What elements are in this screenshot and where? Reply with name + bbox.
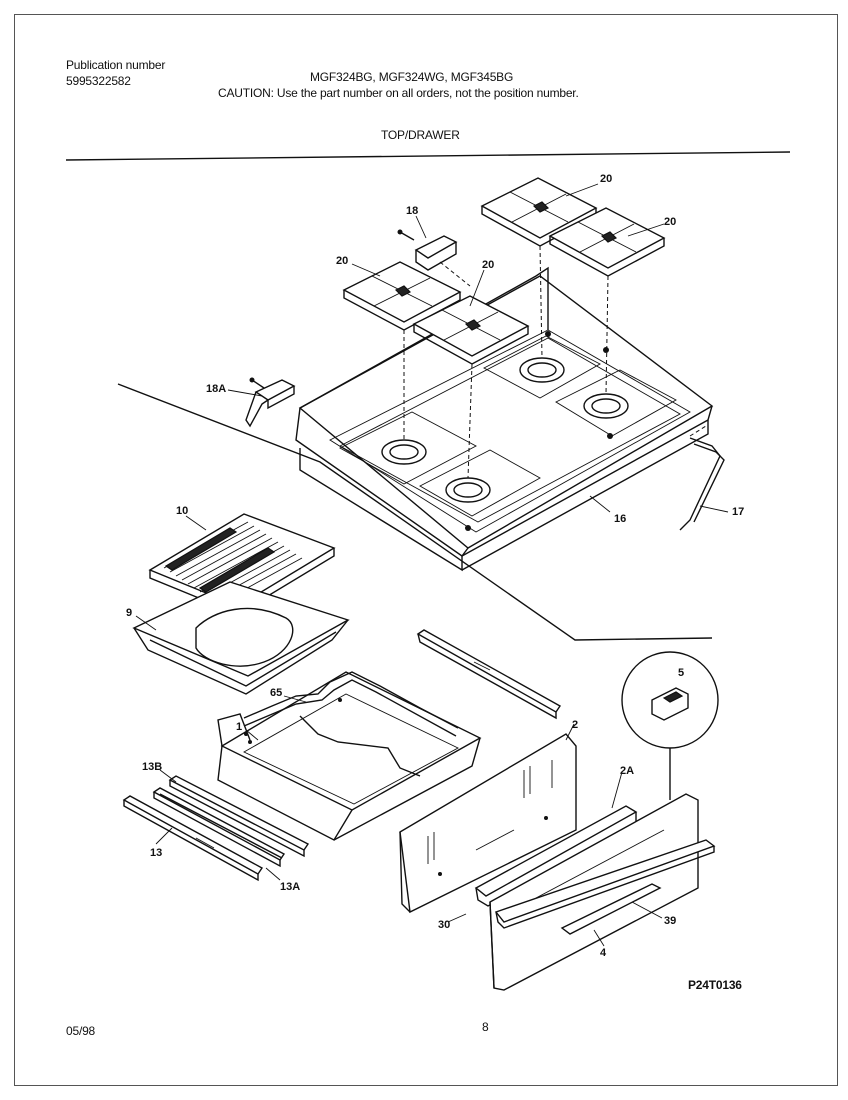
detail-5-inset	[621, 651, 719, 800]
callout-10: 10	[176, 505, 188, 517]
page-number: 8	[482, 1020, 489, 1034]
drawer-floor	[220, 671, 482, 811]
callout-13: 13	[150, 847, 162, 859]
drawer-rail-upper	[416, 629, 562, 720]
drawer-handle-39	[494, 839, 716, 935]
callout-1: 1	[236, 721, 242, 733]
callout-18a: 18A	[206, 383, 226, 395]
callout-20-rear-right: 20	[664, 216, 676, 228]
separator-line	[117, 383, 713, 641]
drawer-back-2	[399, 733, 577, 914]
drawer-body	[217, 671, 482, 841]
callout-5: 5	[678, 667, 684, 679]
callout-9: 9	[126, 607, 132, 619]
publication-label: Publication number	[66, 58, 166, 72]
grate-front-right	[412, 295, 530, 365]
callout-2: 2	[572, 719, 578, 731]
model-numbers: MGF324BG, MGF324WG, MGF345BG	[310, 70, 514, 84]
callout-17: 17	[732, 506, 744, 518]
bracket-18	[397, 229, 471, 287]
drawing-number: P24T0136	[688, 978, 742, 992]
footer-date: 05/98	[66, 1024, 96, 1038]
caution-note: CAUTION: Use the part number on all orde…	[218, 86, 579, 100]
callout-20-rear-left: 20	[600, 173, 612, 185]
cooktop-assembly	[295, 266, 714, 572]
drawer-front-2a	[474, 805, 638, 907]
callout-4: 4	[600, 947, 607, 959]
rod-17	[679, 425, 725, 531]
grate-front-left	[342, 261, 462, 331]
bracket-18a	[245, 377, 296, 428]
section-title: TOP/DRAWER	[381, 128, 460, 142]
callout-2a: 2A	[620, 765, 634, 777]
callout-13a: 13A	[280, 881, 300, 893]
callout-30: 30	[438, 919, 450, 931]
callout-13b: 13B	[142, 761, 162, 773]
publication-number: 5995322582	[66, 74, 131, 88]
drawer-panel-4	[489, 793, 699, 991]
page-border	[14, 14, 838, 1086]
callout-20-front-right: 20	[482, 259, 494, 271]
callout-39: 39	[664, 915, 676, 927]
broiler-pan-9	[132, 581, 350, 695]
header-rule	[65, 151, 791, 161]
drawer-rail-13a	[152, 787, 286, 868]
callout-20-front-left: 20	[336, 255, 348, 267]
callout-18: 18	[406, 205, 418, 217]
broiler-grid-10	[148, 513, 336, 615]
drawer-rail-13b	[168, 775, 310, 858]
callout-16: 16	[614, 513, 626, 525]
callout-65: 65	[270, 687, 282, 699]
drawer-rail-13	[122, 795, 264, 882]
leader-lines	[135, 183, 729, 947]
